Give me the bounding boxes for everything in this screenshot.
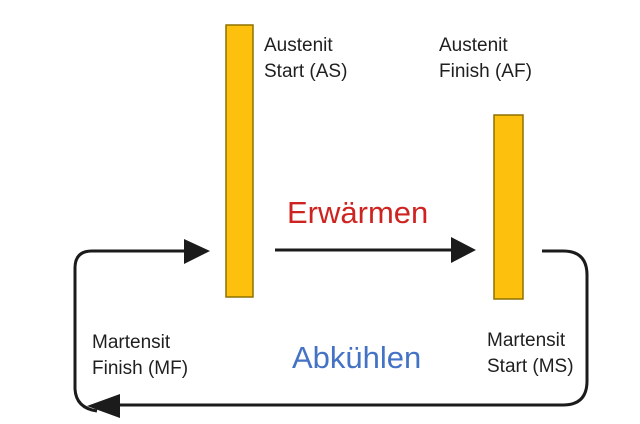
right-temperature-bar [493,114,524,300]
austenit-start-line2: Start (AS) [264,61,348,82]
cooling-loop-arrow-line [119,249,589,407]
cooling-process-label: Abkühlen [292,340,422,375]
return-loop-arrowhead-icon [184,239,210,264]
martensit-finish-label: Martensit Finish (MF) [92,330,188,382]
heating-process-label: Erwärmen [287,195,429,230]
martensit-finish-line1: Martensit [92,332,171,353]
austenit-finish-line2: Finish (AF) [439,61,532,82]
martensit-start-line1: Martensit [487,330,566,351]
martensit-start-label: Martensit Start (MS) [487,328,574,380]
austenit-start-label: Austenit Start (AS) [264,33,347,85]
austenit-start-line1: Austenit [264,35,333,56]
austenit-finish-line1: Austenit [439,35,508,56]
austenit-finish-label: Austenit Finish (AF) [439,33,532,85]
martensit-start-line2: Start (MS) [487,356,574,377]
heating-arrowhead-icon [451,237,476,263]
martensit-finish-line2: Finish (MF) [92,358,189,379]
left-temperature-bar [225,24,254,298]
return-loop-arrow-line [73,249,185,413]
cooling-loop-arrowhead-icon [87,394,120,418]
